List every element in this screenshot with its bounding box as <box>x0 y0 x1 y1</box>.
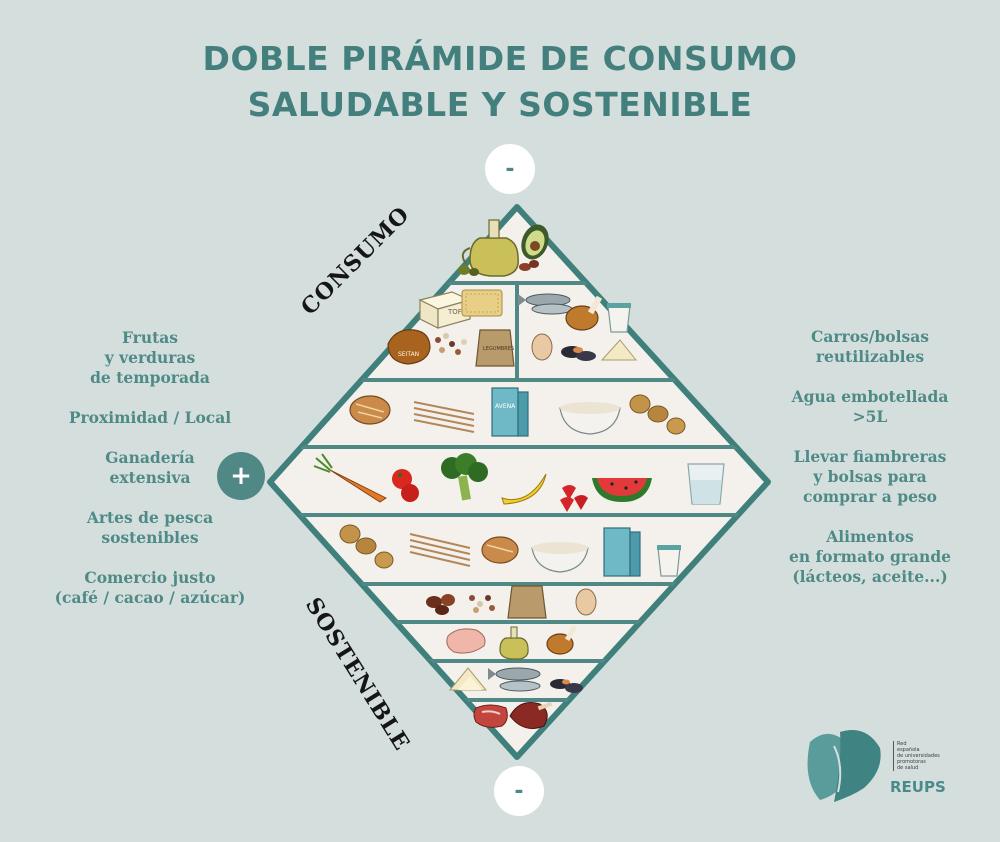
title-line-1: DOBLE PIRÁMIDE DE CONSUMO <box>202 39 798 78</box>
logo-line-5: de salud <box>897 765 919 771</box>
nuts-icon <box>519 260 539 271</box>
pasta-icon <box>409 533 471 567</box>
left-item-3-line-1: Ganadería <box>105 448 195 467</box>
rice-bowl-icon <box>559 402 621 435</box>
right-item-2-line-2: >5L <box>852 407 888 426</box>
potatoes-icon <box>629 394 686 435</box>
oat-drink-tag: AVENA <box>495 403 516 410</box>
yogurt-icon <box>607 303 631 333</box>
seitan-icon: SEITAN <box>387 329 431 365</box>
logo-line-1: Red <box>897 741 907 747</box>
strawberries-icon <box>560 485 588 512</box>
oat-drink-icon <box>603 527 641 577</box>
level-5-cereals <box>339 524 681 577</box>
broccoli-icon <box>441 453 488 501</box>
tomatoes-icon <box>392 469 419 502</box>
left-item-1-line-3: de temporada <box>90 368 210 387</box>
level-6-legumes-nuts <box>426 585 597 619</box>
reups-logo-icon <box>807 730 881 802</box>
olive-oil-icon <box>461 219 519 277</box>
egg-icon <box>531 333 553 361</box>
right-item-1-line-1: Carros/bolsas <box>811 327 929 346</box>
level-2-plant-proteins: TOFU SEITAN LEGUMBRES <box>387 289 515 367</box>
right-recommendations: Carros/bolsas reutilizables Agua embotel… <box>755 327 985 587</box>
minus-marker-top: - <box>485 144 535 194</box>
level-7-white-meat <box>446 625 577 660</box>
level-8-fish-cheese <box>448 667 583 693</box>
right-item-2-line-1: Agua embotellada <box>791 387 949 406</box>
right-item-3-line-3: comprar a peso <box>803 487 937 506</box>
oat-drink-icon: AVENA <box>491 387 529 437</box>
legume-sack-tag: LEGUMBRES <box>483 346 514 352</box>
right-item-3-line-1: Llevar fiambreras <box>793 447 947 466</box>
minus-marker-bottom: - <box>494 766 544 816</box>
left-item-1-line-1: Frutas <box>121 328 179 347</box>
page-title: DOBLE PIRÁMIDE DE CONSUMO SALUDABLE Y SO… <box>0 36 1000 128</box>
bread-icon <box>349 395 391 425</box>
right-item-4-line-2: en formato grande <box>788 547 952 566</box>
legumes-icon <box>435 333 467 355</box>
legume-sack-icon: LEGUMBRES <box>475 329 515 367</box>
egg-icon <box>575 588 597 616</box>
potatoes-icon <box>339 524 394 569</box>
white-meat-icon <box>446 628 486 654</box>
water-glass-icon <box>687 463 725 505</box>
right-item-3-line-2: y bolsas para <box>813 467 927 486</box>
left-item-4-line-1: Artes de pesca <box>86 508 214 527</box>
pasta-icon <box>413 401 475 433</box>
fish-icon <box>488 667 541 692</box>
mussels-icon <box>550 679 583 693</box>
level-1-fats <box>458 219 549 277</box>
chicken-leg-icon <box>546 625 577 655</box>
logo-subtitle: Red española de universidades promotoras… <box>893 741 957 771</box>
olive-oil-icon <box>499 626 529 660</box>
mussels-icon <box>561 346 596 361</box>
logo-line-4: promotoras <box>897 759 926 765</box>
bread-icon <box>481 536 519 564</box>
fish-icon <box>518 293 573 315</box>
seitan-tag: SEITAN <box>398 351 419 358</box>
rice-bowl-icon <box>531 542 589 573</box>
tofu-tag: TOFU <box>447 308 467 316</box>
left-item-4-line-2: sostenibles <box>101 528 199 547</box>
level-2-animal-proteins <box>518 293 638 361</box>
watermelon-icon <box>592 478 652 502</box>
plus-marker-left: + <box>217 452 265 500</box>
avocado-icon <box>521 224 549 260</box>
left-item-5-line-2: (café / cacao / azúcar) <box>54 588 246 607</box>
logo-line-2: española <box>897 747 920 753</box>
red-meat-icon <box>473 704 508 728</box>
left-recommendations: Frutas y verduras de temporada Proximida… <box>30 328 270 608</box>
cheese-icon <box>600 339 638 361</box>
banana-icon <box>501 473 547 505</box>
nuts-icon <box>426 594 455 615</box>
logo-name: REUPS <box>890 778 946 796</box>
logo-line-3: de universidades <box>897 753 940 759</box>
right-item-4-line-1: Alimentos <box>826 527 914 546</box>
chicken-leg-icon <box>565 295 603 331</box>
yogurt-icon <box>657 545 681 577</box>
right-item-1-line-2: reutilizables <box>815 347 925 366</box>
carrot-icon <box>313 453 387 503</box>
legume-sack-icon <box>507 585 547 619</box>
left-item-5-line-1: Comercio justo <box>84 568 216 587</box>
level-4-fruits-vegetables <box>313 453 725 512</box>
cured-ham-icon <box>509 701 553 729</box>
level-3-cereals: AVENA <box>349 387 686 437</box>
left-item-1-line-2: y verduras <box>104 348 196 367</box>
olives-icon <box>458 265 479 276</box>
crackers-icon <box>461 289 503 317</box>
left-item-2-line-1: Proximidad / Local <box>68 408 232 427</box>
cheese-icon <box>448 667 488 691</box>
title-line-2: SALUDABLE Y SOSTENIBLE <box>247 85 753 124</box>
legumes-icon <box>469 595 495 613</box>
left-item-3-line-2: extensiva <box>109 468 191 487</box>
level-9-red-meat <box>473 701 553 729</box>
right-item-4-line-3: (lácteos, aceite...) <box>792 567 948 586</box>
